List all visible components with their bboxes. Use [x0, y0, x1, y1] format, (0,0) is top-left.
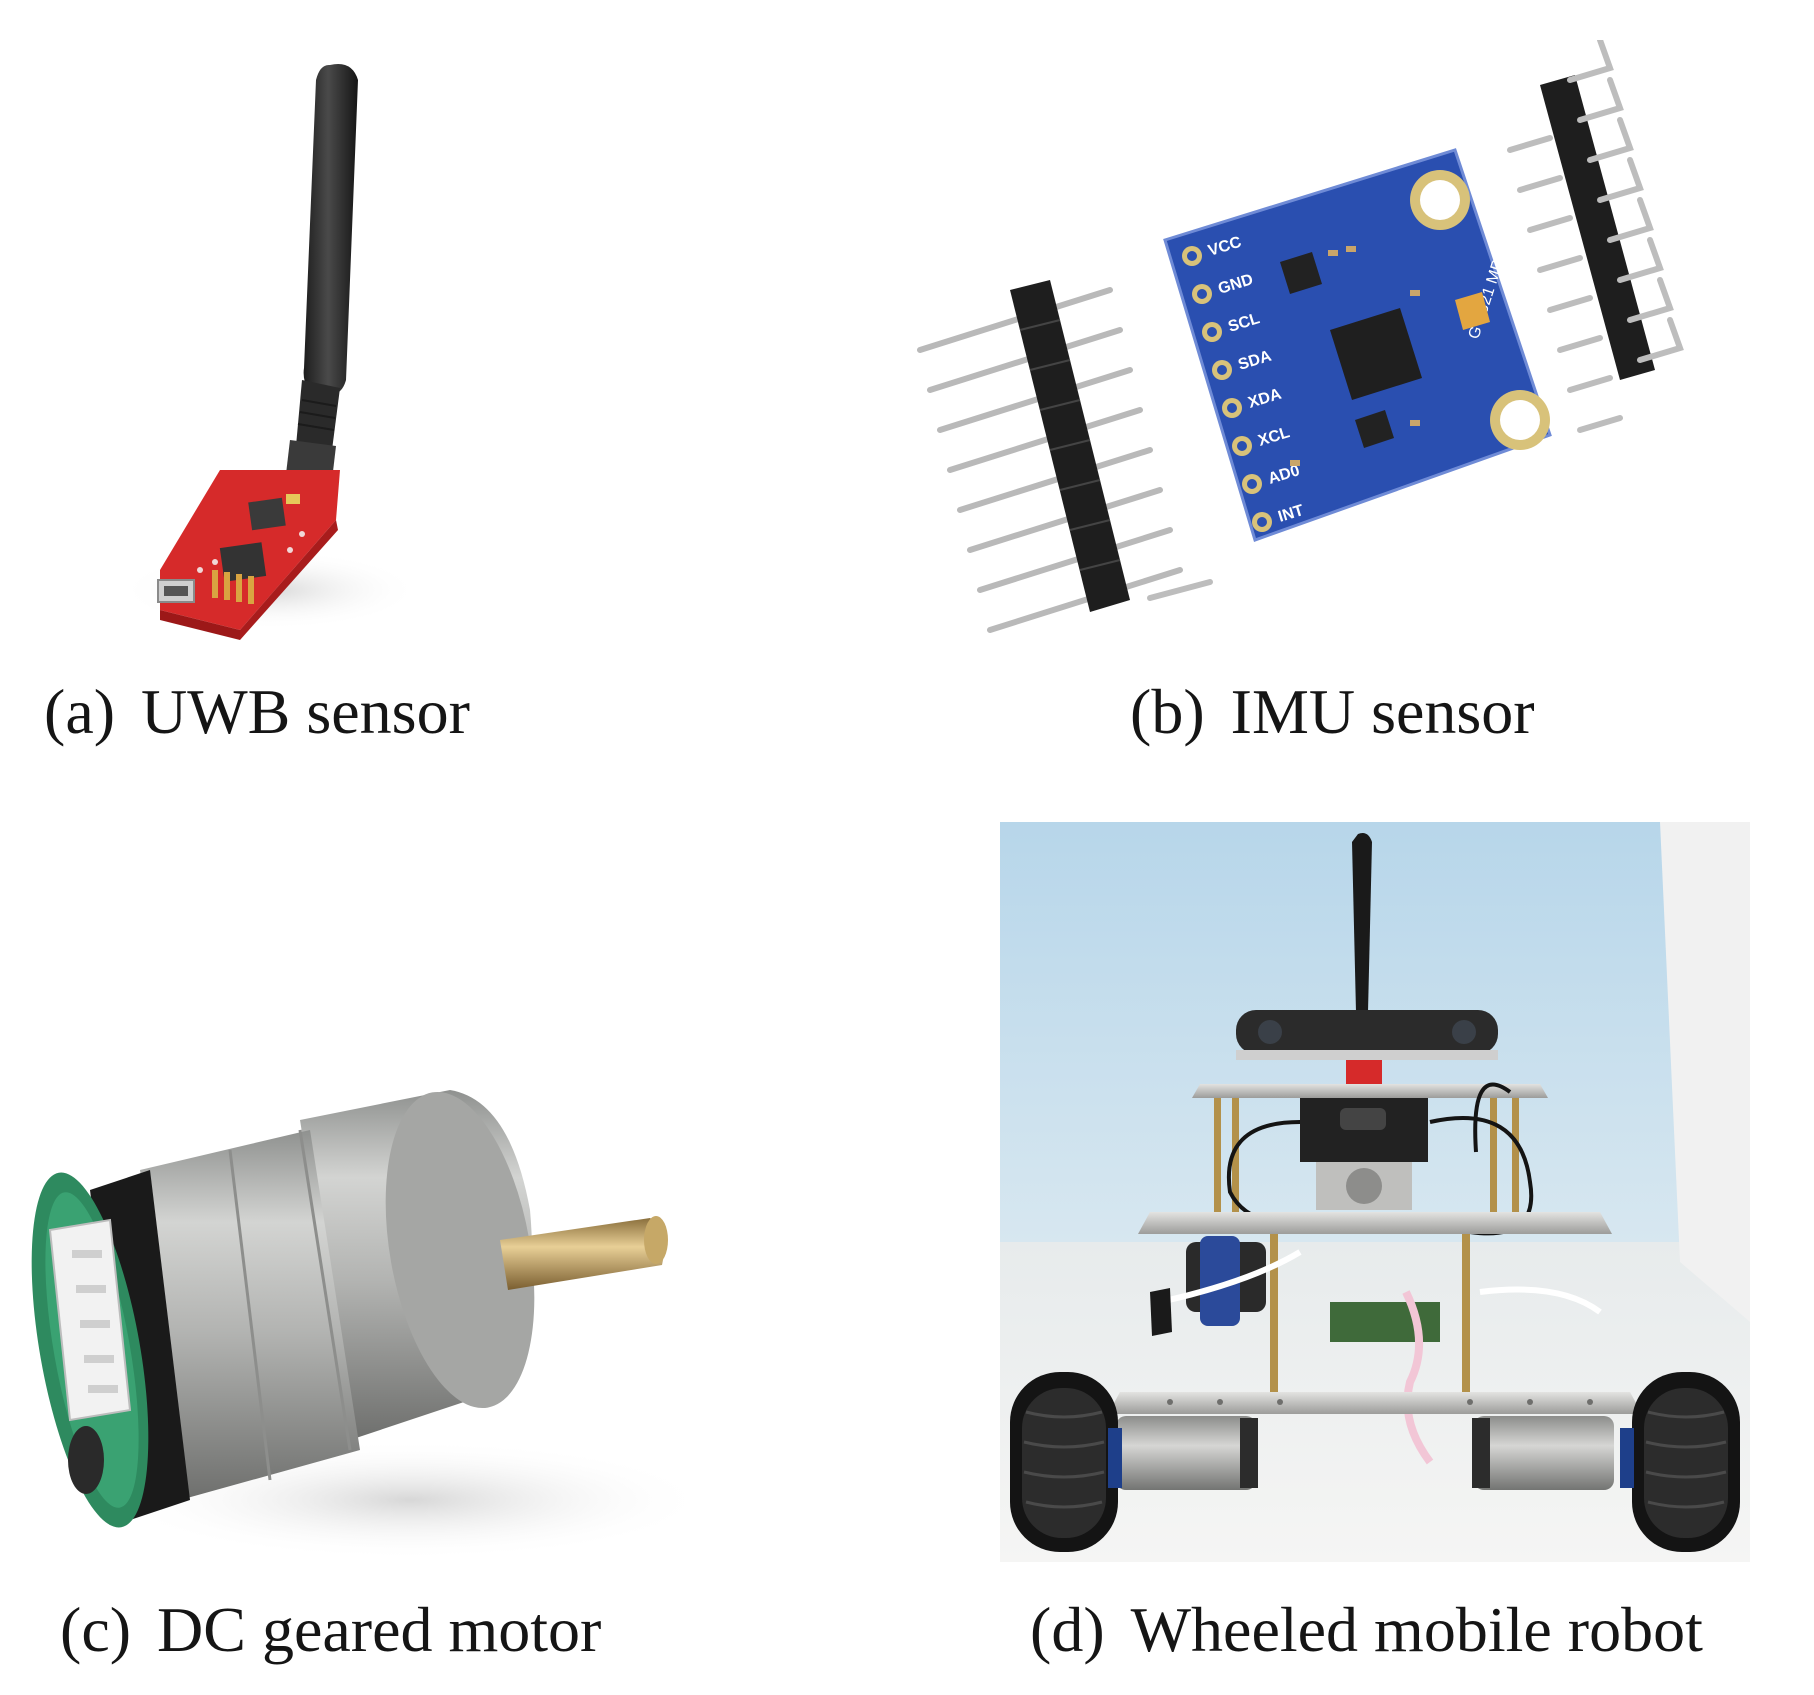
caption-c-tag: (c): [60, 1594, 132, 1665]
caption-a: (a)UWB sensor: [44, 680, 470, 744]
caption-c-label: DC geared motor: [157, 1594, 602, 1665]
dc-motor-image: [30, 1080, 710, 1580]
caption-d-tag: (d): [1030, 1594, 1105, 1665]
caption-d-label: Wheeled mobile robot: [1130, 1594, 1703, 1665]
caption-b-label: IMU sensor: [1230, 676, 1535, 747]
imu-sensor-image: VCC GND SCL SDA XDA XCL AD0 INT GY-521 M…: [910, 40, 1780, 660]
caption-a-tag: (a): [44, 676, 116, 747]
caption-b: (b)IMU sensor: [1130, 680, 1535, 744]
caption-d: (d)Wheeled mobile robot: [1030, 1598, 1703, 1662]
pin-label-int: INT: [1276, 502, 1306, 526]
mobile-robot-image: [1000, 822, 1750, 1562]
caption-a-label: UWB sensor: [141, 676, 470, 747]
caption-c: (c)DC geared motor: [60, 1598, 601, 1662]
uwb-sensor-image: [40, 50, 600, 650]
caption-b-tag: (b): [1130, 676, 1205, 747]
